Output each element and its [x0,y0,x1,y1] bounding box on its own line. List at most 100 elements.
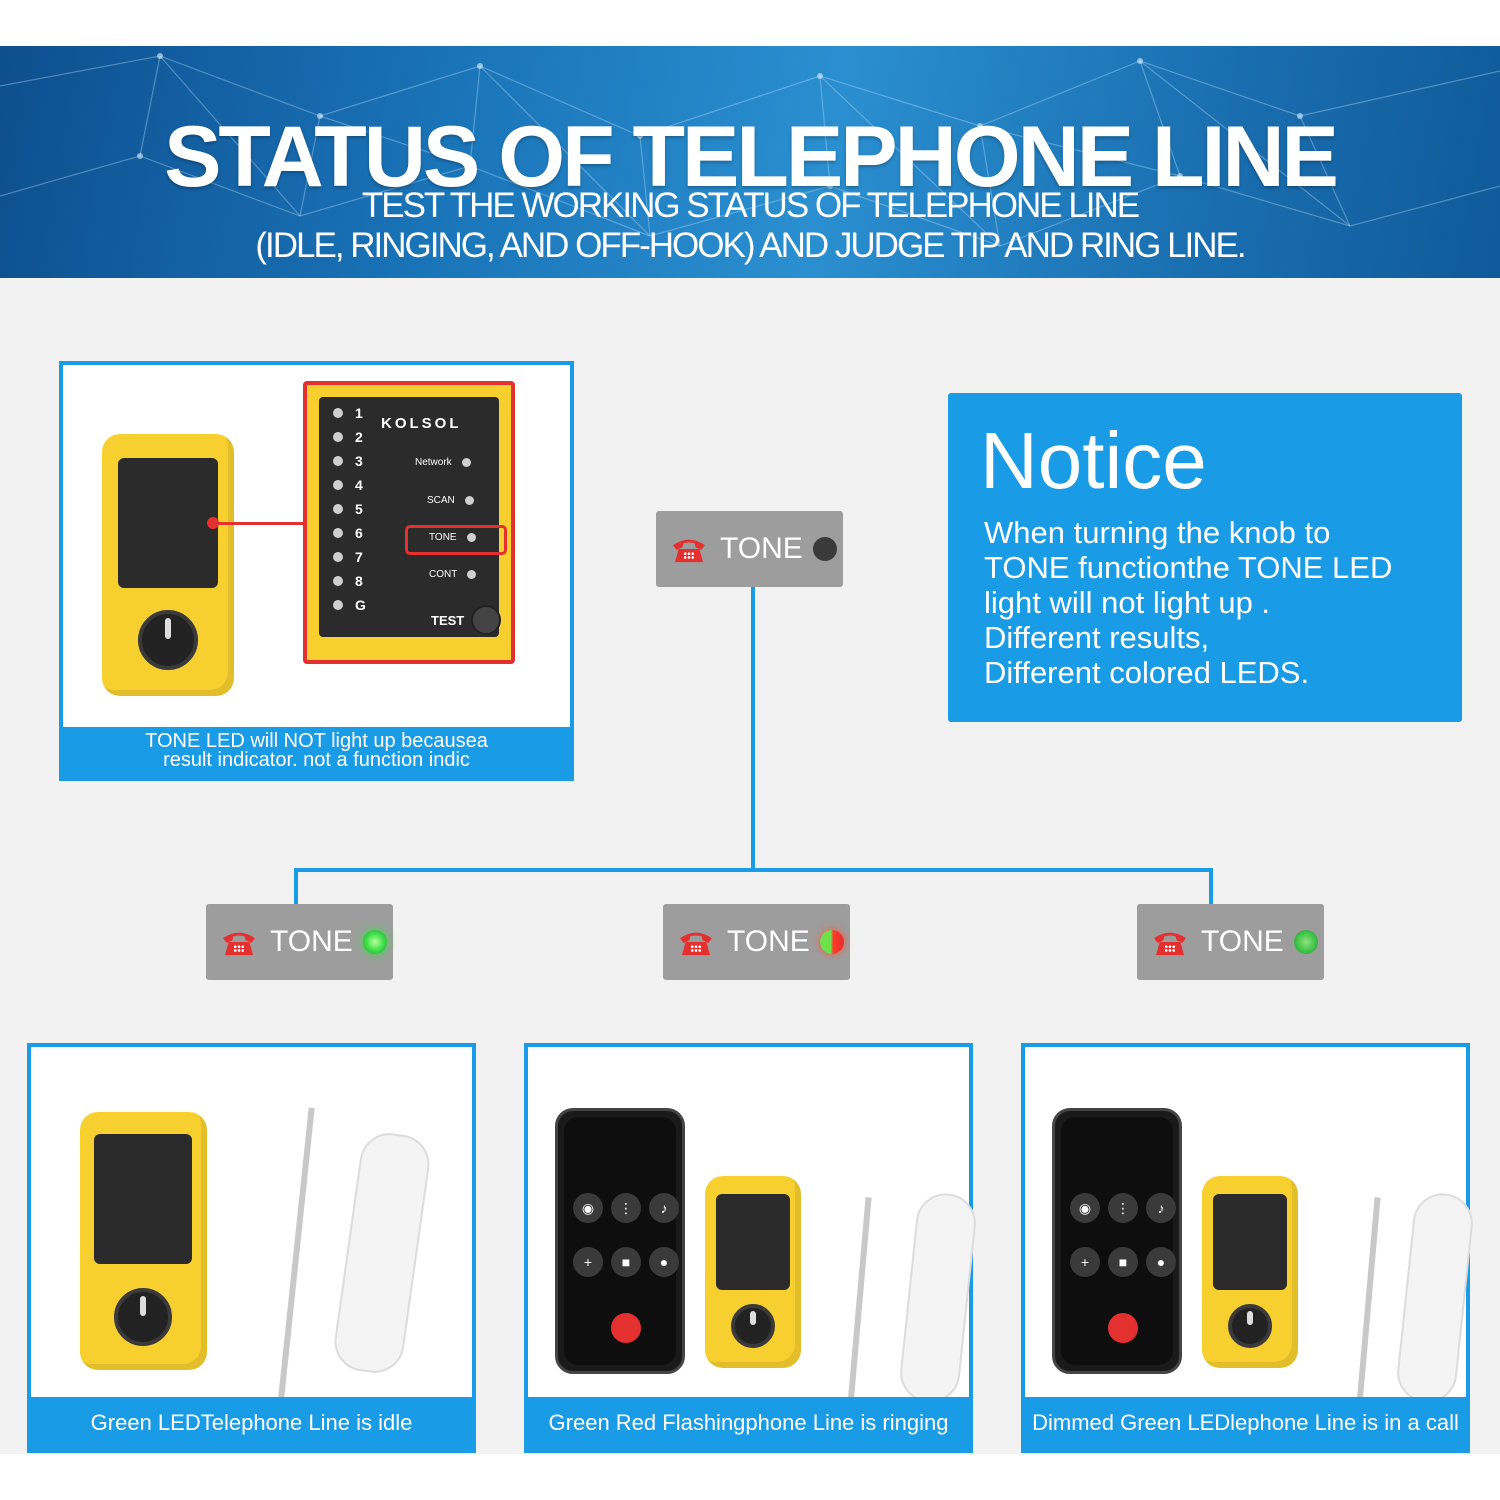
smartphone-image: ◉ ⋮ ♪ + ■ ● [1052,1108,1182,1374]
telephone-icon [680,932,712,956]
notice-line: Different results, [984,620,1210,655]
tone-led [466,533,476,542]
led-8 [333,576,343,586]
callout-line [213,522,305,525]
contacts-icon: ● [649,1247,679,1277]
smartphone-image: ◉ ⋮ ♪ + ■ ● [555,1108,685,1374]
telephone-icon [223,932,255,956]
tester-led-panel [1213,1194,1287,1290]
end-call-icon [1108,1313,1138,1343]
zoomed-panel-face: KOLSOL 1 2 3 4 5 6 7 8 G Network SCAN TO… [319,397,507,637]
keypad-icon: ⋮ [1108,1193,1138,1223]
notice-title: Notice [980,416,1207,505]
tree-branch-line [294,868,1213,872]
status-card-caption: Green Red Flashingphone Line is ringing [528,1397,969,1449]
tester-led-panel [716,1194,790,1290]
device-card-caption-line2: result indicator. not a function indic [163,749,470,771]
test-cord [1355,1197,1381,1417]
led-label: 8 [355,573,363,589]
telephone-icon [1154,932,1186,956]
function-tone-label: TONE [429,532,457,543]
led-label: 3 [355,453,363,469]
cont-led [467,570,477,579]
tester-device-image [102,434,234,696]
tone-led-green [362,930,387,954]
speaker-icon: ♪ [649,1193,679,1223]
tester-led-panel [118,458,218,588]
mute-icon: ◉ [1070,1193,1100,1223]
status-card-caption: Green LEDTelephone Line is idle [31,1397,472,1449]
brand-logo: KOLSOL [381,415,462,432]
led-label: 7 [355,549,363,565]
led-label: 5 [355,501,363,517]
phone-screen: ◉ ⋮ ♪ + ■ ● [564,1117,679,1365]
end-call-icon [611,1313,641,1343]
led-label: 6 [355,525,363,541]
tone-chip-label: TONE [727,925,810,958]
add-call-icon: + [573,1247,603,1277]
led-6 [333,528,343,538]
keypad-icon: ⋮ [611,1193,641,1223]
led-1 [333,408,343,418]
tester-knob [114,1288,172,1346]
contacts-icon: ● [1146,1247,1176,1277]
led-label: G [355,597,366,613]
tone-highlight-box [405,525,507,555]
test-cord [277,1107,315,1407]
led-label: 1 [355,405,363,421]
led-5 [333,504,343,514]
notice-box: Notice When turning the knob to TONE fun… [948,393,1462,722]
tree-left-drop [294,868,298,904]
tone-chip-label: TONE [270,925,353,958]
tester-knob [1228,1304,1272,1348]
tone-chip-label: TONE [1201,925,1284,958]
device-card-caption: TONE LED will NOT light up becausea resu… [63,727,570,777]
function-scan-label: SCAN [427,495,455,506]
led-7 [333,552,343,562]
tester-device-image [705,1176,801,1368]
scan-led [464,496,474,505]
led-4 [333,480,343,490]
test-button [471,605,501,635]
function-network-label: Network [415,457,452,468]
facetime-icon: ■ [611,1247,641,1277]
test-cord [846,1197,872,1417]
handset-image [1394,1190,1476,1406]
tone-chip-idle: TONE [206,904,393,980]
zoomed-led-panel: KOLSOL 1 2 3 4 5 6 7 8 G Network SCAN TO… [303,381,515,664]
led-label: 2 [355,429,363,445]
handset-image [897,1190,979,1406]
header-banner: STATUS OF TELEPHONE LINE [0,46,1500,278]
led-g [333,600,343,610]
phone-screen: ◉ ⋮ ♪ + ■ ● [1061,1117,1176,1365]
add-call-icon: + [1070,1247,1100,1277]
tester-knob [731,1304,775,1348]
tone-led-dim-green [1293,930,1318,954]
tone-chip-root: TONE [656,511,843,587]
notice-line: TONE functionthe TONE LED [984,550,1393,585]
network-led [461,458,471,467]
tester-device-image [80,1112,207,1370]
tone-led-off [812,537,837,561]
mute-icon: ◉ [573,1193,603,1223]
notice-line: light will not light up . [984,585,1271,620]
telephone-icon [673,539,705,563]
notice-line: When turning the knob to [984,515,1331,550]
tone-chip-call: TONE [1137,904,1324,980]
banner-subtitle-line1: TEST THE WORKING STATUS OF TELEPHONE LIN… [361,186,1140,225]
banner-subtitle-line2: (IDLE, RINGING, AND OFF-HOOK) AND JUDGE … [255,226,1246,265]
test-label: TEST [431,613,465,628]
function-cont-label: CONT [429,569,458,580]
led-3 [333,456,343,466]
speaker-icon: ♪ [1146,1193,1176,1223]
tone-led-green-red [819,930,844,954]
network-background-graphic [0,53,1500,247]
tester-knob [138,610,198,670]
tone-chip-ringing: TONE [663,904,850,980]
led-label: 4 [355,477,363,493]
handset-image [330,1129,434,1377]
tree-trunk-line [751,587,755,872]
device-card-caption-line1: TONE LED will NOT light up becausea [145,730,488,752]
facetime-icon: ■ [1108,1247,1138,1277]
page-title: STATUS OF TELEPHONE LINE [164,109,1339,205]
